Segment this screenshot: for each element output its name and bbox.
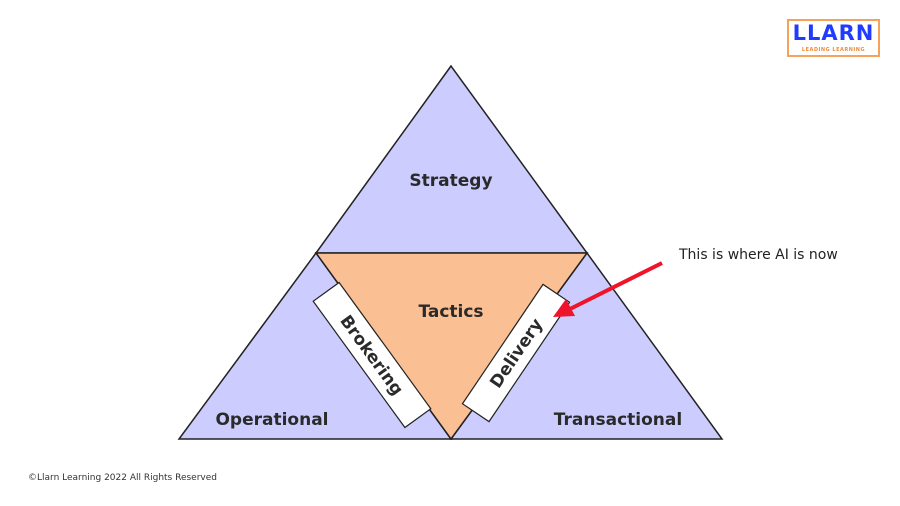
llarn-logo: LLARN LEADING LEARNING bbox=[787, 19, 880, 57]
annotation-text: This is where AI is now bbox=[679, 247, 838, 263]
logo-tagline: LEADING LEARNING bbox=[801, 47, 866, 53]
arrow-icon bbox=[553, 261, 663, 317]
logo-name: LLARN bbox=[792, 21, 875, 45]
operational-label: Operational bbox=[215, 410, 328, 430]
footer-copyright: ©Llarn Learning 2022 All Rights Reserved bbox=[28, 473, 217, 483]
tactics-label: Tactics bbox=[418, 302, 483, 322]
strategy-label: Strategy bbox=[409, 171, 492, 191]
transactional-label: Transactional bbox=[554, 410, 682, 430]
strategy-triangle bbox=[314, 64, 589, 254]
